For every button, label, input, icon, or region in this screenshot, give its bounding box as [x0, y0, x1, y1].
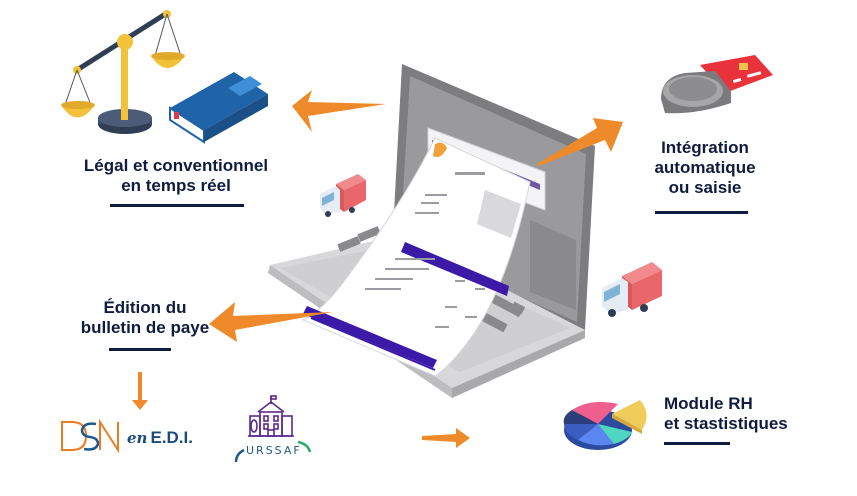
arrow-to-legal-icon [292, 90, 386, 132]
payslip-document-icon [301, 137, 531, 377]
label-integration: Intégration automatique ou saisie [625, 138, 785, 198]
label-legal-line2: en temps réel [121, 176, 231, 195]
delivery-truck-icon [320, 174, 366, 217]
urssaf-swoosh-icon [234, 440, 312, 463]
label-edition: Édition du bulletin de paye [60, 298, 230, 338]
dsn-logo-icon [61, 418, 119, 454]
balance-scale-icon [61, 10, 185, 134]
label-integration-line2: automatique [654, 158, 756, 177]
card-reader-icon [661, 55, 773, 114]
label-legal-underline [110, 204, 244, 207]
label-module-underline [664, 442, 730, 445]
pie-chart-icon [563, 400, 647, 450]
label-edition-line2: bulletin de paye [80, 318, 210, 337]
label-module-line2: et stastistiques [664, 414, 788, 433]
law-book-icon [169, 72, 268, 144]
label-edition-underline [109, 348, 171, 351]
label-integration-underline [655, 211, 748, 214]
arrow-to-integration-icon [537, 118, 623, 166]
delivery-truck-icon [602, 262, 662, 317]
arrow-right-icon [422, 428, 470, 448]
label-integration-line3: ou saisie [668, 178, 742, 197]
arrow-down-icon [132, 372, 148, 410]
label-legal-line1: Légal et conventionnel [83, 156, 269, 175]
dsn-edi-text: E.D.I. [150, 428, 193, 447]
label-edition-line1: Édition du [103, 298, 187, 317]
label-legal: Légal et conventionnel en temps réel [60, 156, 292, 196]
urssaf-building-icon [248, 395, 294, 437]
label-module-line1: Module RH [664, 394, 753, 413]
urssaf-label: URSSAF [246, 444, 302, 457]
label-module: Module RH et stastistiques [664, 394, 824, 434]
label-integration-line1: Intégration [661, 138, 749, 157]
arrow-to-edition-icon [209, 302, 333, 342]
dsn-edi-en: en [127, 429, 148, 447]
